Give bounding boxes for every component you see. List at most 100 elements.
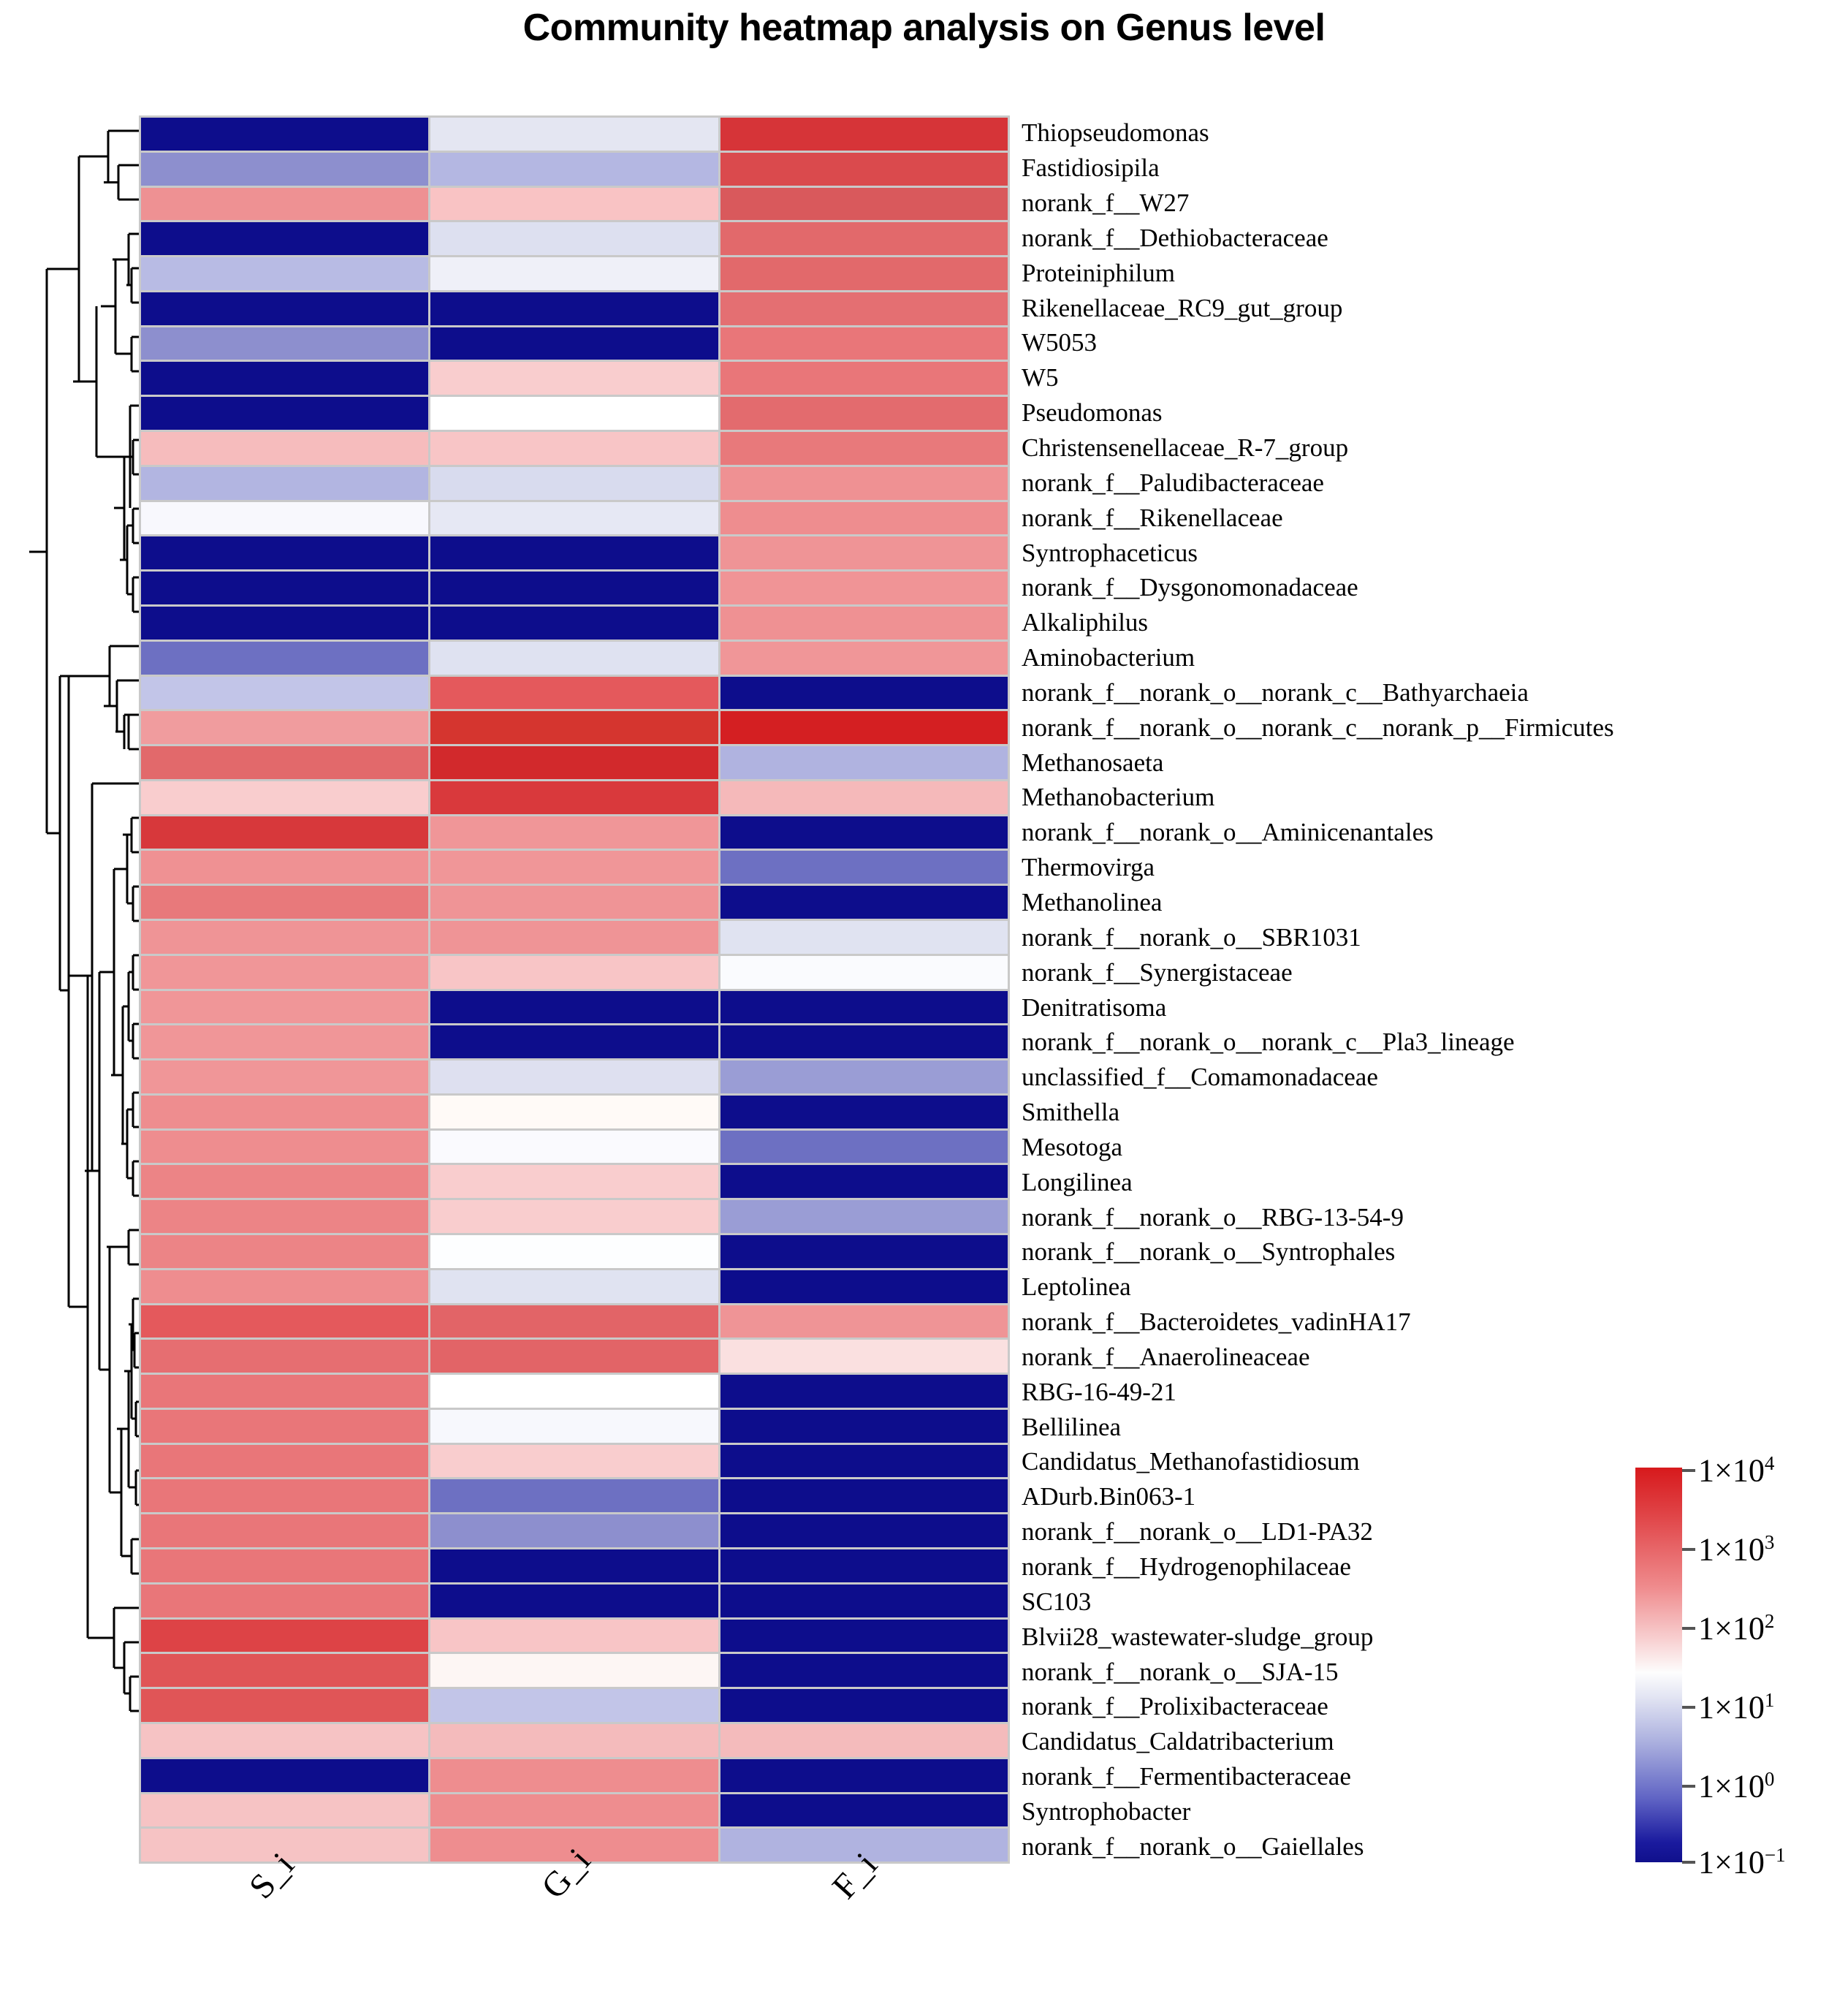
heatmap-cell[interactable] bbox=[141, 1060, 429, 1093]
heatmap-cell[interactable] bbox=[720, 1619, 1008, 1652]
heatmap-cell[interactable] bbox=[430, 1689, 718, 1722]
heatmap-cell[interactable] bbox=[430, 1340, 718, 1373]
heatmap-cell[interactable] bbox=[720, 152, 1008, 186]
heatmap-cell[interactable] bbox=[141, 1165, 429, 1199]
heatmap-cell[interactable] bbox=[720, 1549, 1008, 1582]
heatmap-cell[interactable] bbox=[141, 187, 429, 221]
heatmap-cell[interactable] bbox=[430, 1235, 718, 1268]
heatmap-cell[interactable] bbox=[141, 1270, 429, 1303]
heatmap-cell[interactable] bbox=[141, 1654, 429, 1688]
heatmap-cell[interactable] bbox=[720, 1305, 1008, 1338]
heatmap-cell[interactable] bbox=[141, 1479, 429, 1513]
heatmap-cell[interactable] bbox=[430, 606, 718, 640]
heatmap-cell[interactable] bbox=[720, 1584, 1008, 1617]
heatmap-cell[interactable] bbox=[141, 1200, 429, 1233]
heatmap-cell[interactable] bbox=[430, 1305, 718, 1338]
heatmap-cell[interactable] bbox=[430, 466, 718, 500]
heatmap-cell[interactable] bbox=[141, 222, 429, 256]
heatmap-cell[interactable] bbox=[720, 1758, 1008, 1792]
heatmap-cell[interactable] bbox=[720, 1165, 1008, 1199]
heatmap-cell[interactable] bbox=[430, 920, 718, 954]
heatmap-cell[interactable] bbox=[720, 1270, 1008, 1303]
heatmap-cell[interactable] bbox=[141, 816, 429, 849]
heatmap-cell[interactable] bbox=[430, 397, 718, 430]
heatmap-cell[interactable] bbox=[141, 536, 429, 570]
heatmap-cell[interactable] bbox=[720, 466, 1008, 500]
heatmap-cell[interactable] bbox=[141, 432, 429, 465]
heatmap-cell[interactable] bbox=[430, 536, 718, 570]
heatmap-cell[interactable] bbox=[720, 572, 1008, 604]
heatmap-cell[interactable] bbox=[141, 572, 429, 604]
heatmap-cell[interactable] bbox=[720, 1794, 1008, 1827]
heatmap-cell[interactable] bbox=[720, 746, 1008, 779]
heatmap-cell[interactable] bbox=[720, 641, 1008, 675]
heatmap-cell[interactable] bbox=[430, 118, 718, 151]
heatmap-cell[interactable] bbox=[720, 362, 1008, 395]
heatmap-cell[interactable] bbox=[141, 606, 429, 640]
heatmap-cell[interactable] bbox=[141, 1340, 429, 1373]
heatmap-cell[interactable] bbox=[720, 955, 1008, 989]
heatmap-cell[interactable] bbox=[430, 152, 718, 186]
heatmap-cell[interactable] bbox=[720, 257, 1008, 290]
heatmap-cell[interactable] bbox=[720, 327, 1008, 360]
heatmap-cell[interactable] bbox=[430, 362, 718, 395]
heatmap-cell[interactable] bbox=[141, 1130, 429, 1164]
heatmap-cell[interactable] bbox=[141, 955, 429, 989]
heatmap-cell[interactable] bbox=[141, 1305, 429, 1338]
heatmap-cell[interactable] bbox=[720, 1130, 1008, 1164]
heatmap-cell[interactable] bbox=[141, 886, 429, 919]
heatmap-cell[interactable] bbox=[141, 676, 429, 710]
heatmap-cell[interactable] bbox=[141, 781, 429, 814]
heatmap-cell[interactable] bbox=[141, 1794, 429, 1827]
heatmap-cell[interactable] bbox=[430, 222, 718, 256]
heatmap-cell[interactable] bbox=[430, 1584, 718, 1617]
heatmap-cell[interactable] bbox=[430, 1409, 718, 1443]
heatmap-cell[interactable] bbox=[430, 1723, 718, 1757]
heatmap-cell[interactable] bbox=[720, 1095, 1008, 1128]
heatmap-cell[interactable] bbox=[720, 886, 1008, 919]
heatmap-cell[interactable] bbox=[430, 1479, 718, 1513]
heatmap-cell[interactable] bbox=[141, 292, 429, 325]
heatmap-cell[interactable] bbox=[430, 257, 718, 290]
heatmap-cell[interactable] bbox=[430, 1794, 718, 1827]
heatmap-cell[interactable] bbox=[720, 1409, 1008, 1443]
heatmap-cell[interactable] bbox=[720, 990, 1008, 1024]
heatmap-cell[interactable] bbox=[430, 676, 718, 710]
heatmap-cell[interactable] bbox=[430, 746, 718, 779]
heatmap-cell[interactable] bbox=[430, 1444, 718, 1478]
heatmap-cell[interactable] bbox=[141, 1584, 429, 1617]
heatmap-cell[interactable] bbox=[720, 781, 1008, 814]
heatmap-cell[interactable] bbox=[141, 1025, 429, 1059]
heatmap-cell[interactable] bbox=[141, 118, 429, 151]
heatmap-cell[interactable] bbox=[720, 1340, 1008, 1373]
heatmap-cell[interactable] bbox=[430, 1130, 718, 1164]
heatmap-cell[interactable] bbox=[141, 1235, 429, 1268]
heatmap-cell[interactable] bbox=[720, 1060, 1008, 1093]
heatmap-cell[interactable] bbox=[430, 1200, 718, 1233]
heatmap-cell[interactable] bbox=[430, 1619, 718, 1652]
heatmap-grid[interactable] bbox=[139, 115, 1010, 1864]
heatmap-cell[interactable] bbox=[720, 851, 1008, 884]
heatmap-cell[interactable] bbox=[430, 1095, 718, 1128]
heatmap-cell[interactable] bbox=[430, 432, 718, 465]
heatmap-cell[interactable] bbox=[720, 501, 1008, 535]
heatmap-cell[interactable] bbox=[141, 1619, 429, 1652]
heatmap-cell[interactable] bbox=[141, 641, 429, 675]
heatmap-cell[interactable] bbox=[141, 466, 429, 500]
heatmap-cell[interactable] bbox=[720, 1654, 1008, 1688]
heatmap-cell[interactable] bbox=[430, 641, 718, 675]
heatmap-cell[interactable] bbox=[141, 711, 429, 745]
heatmap-cell[interactable] bbox=[430, 1758, 718, 1792]
heatmap-cell[interactable] bbox=[430, 1025, 718, 1059]
heatmap-cell[interactable] bbox=[720, 118, 1008, 151]
heatmap-cell[interactable] bbox=[430, 187, 718, 221]
heatmap-cell[interactable] bbox=[430, 1549, 718, 1582]
heatmap-cell[interactable] bbox=[430, 886, 718, 919]
heatmap-cell[interactable] bbox=[430, 1375, 718, 1408]
heatmap-cell[interactable] bbox=[430, 781, 718, 814]
heatmap-cell[interactable] bbox=[720, 1829, 1008, 1862]
heatmap-cell[interactable] bbox=[141, 1689, 429, 1722]
heatmap-cell[interactable] bbox=[430, 572, 718, 604]
heatmap-cell[interactable] bbox=[141, 1444, 429, 1478]
heatmap-cell[interactable] bbox=[720, 222, 1008, 256]
